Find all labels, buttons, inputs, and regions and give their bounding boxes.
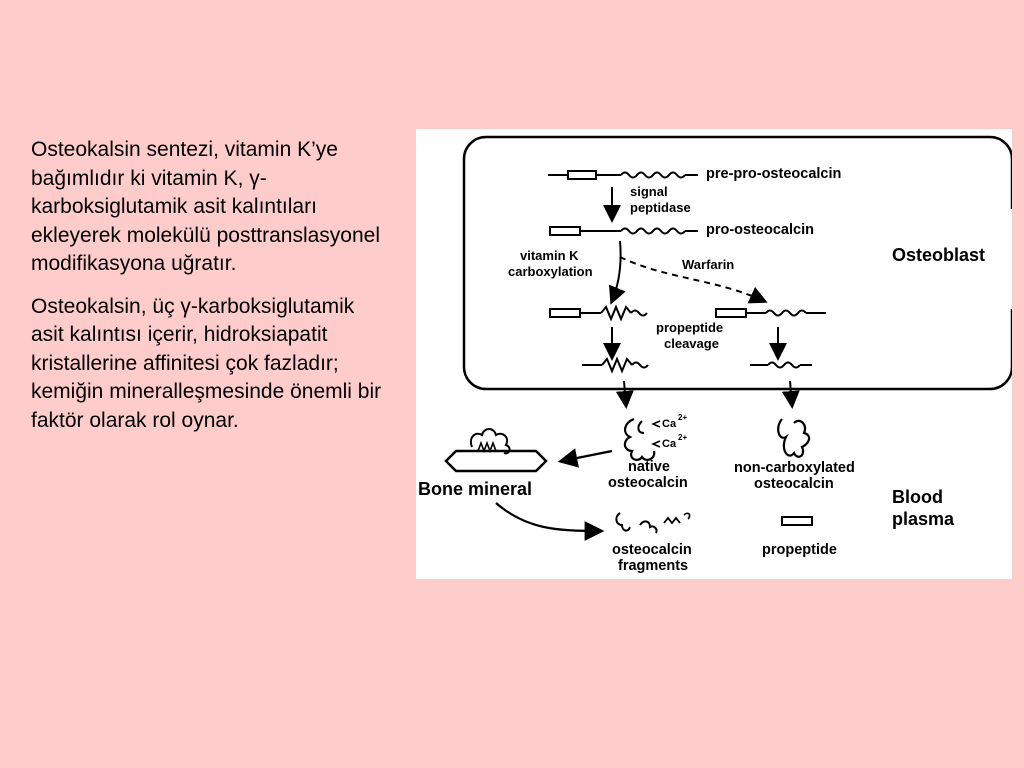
propeptide-label: propeptide xyxy=(656,320,723,335)
pro-osteocalcin-molecule xyxy=(549,226,698,236)
osteocalcin-fragments-label-line1: osteocalcin xyxy=(612,542,692,558)
free-propeptide-shape xyxy=(781,516,813,526)
carboxylation-label: carboxylation xyxy=(508,264,593,279)
warfarin-inhibition-arrow xyxy=(619,256,768,304)
peptidase-label: peptidase xyxy=(630,200,691,215)
secretion-arrow-left xyxy=(615,380,634,409)
degradation-arrow xyxy=(495,502,605,541)
calcium-label-top: Ca xyxy=(662,418,677,430)
pro-osteocalcin-label: pro-osteocalcin xyxy=(706,222,814,238)
cleavage-label: cleavage xyxy=(664,336,719,351)
fragments-label: fragments xyxy=(618,558,688,574)
calcium-label-bottom: Ca xyxy=(662,438,677,450)
non-carboxylated-osteocalcin-shape xyxy=(777,418,811,458)
paragraph-function: Osteokalsin, üç γ-karboksiglutamik asit … xyxy=(31,294,382,432)
pathway-diagram: pre-pro-osteocalcin signal peptidase pro… xyxy=(418,135,1012,574)
osteoblast-label: Osteoblast xyxy=(892,245,985,265)
native-osteocalcin-label: osteocalcin xyxy=(608,475,688,491)
bone-mineral-crystal xyxy=(444,428,548,473)
osteocalcin-fragments xyxy=(615,512,691,534)
secretion-arrow-right xyxy=(781,380,800,409)
binding-arrow xyxy=(557,448,613,468)
osteocalcin-pathway-figure: pre-pro-osteocalcin signal peptidase pro… xyxy=(416,129,1012,579)
blood-label: Blood xyxy=(892,487,943,507)
non-carboxylated-label: non-carboxylated xyxy=(734,460,855,476)
warfarin-label: Warfarin xyxy=(682,257,734,272)
propeptide-plasma-label: propeptide xyxy=(762,542,837,558)
bone-mineral-label: Bone mineral xyxy=(418,479,532,499)
calcium-charge-bottom: 2+ xyxy=(678,433,687,442)
carboxylation-arrow xyxy=(609,240,626,305)
osteoblast-cell-outline xyxy=(462,135,1012,391)
calcium-charge-top: 2+ xyxy=(678,413,687,422)
mature-non-carboxylated-osteocalcin xyxy=(750,361,812,369)
mature-carboxylated-osteocalcin xyxy=(582,356,649,374)
pre-pro-osteocalcin-molecule xyxy=(548,170,698,180)
pre-pro-osteocalcin-label: pre-pro-osteocalcin xyxy=(706,166,841,182)
native-osteocalcin-shape xyxy=(623,417,661,461)
signal-label: signal xyxy=(630,184,668,199)
plasma-label: plasma xyxy=(892,509,955,529)
vitamin-k-label: vitamin K xyxy=(520,248,579,263)
description-text: Osteokalsin sentezi, vitamin K’ye bağıml… xyxy=(31,136,391,449)
non-carboxylated-osteocalcin-label: osteocalcin xyxy=(754,476,834,492)
osteoblast-label-background xyxy=(856,209,1012,309)
non-carboxylated-pro-osteocalcin-molecule xyxy=(715,308,826,318)
native-label: native xyxy=(628,459,670,475)
paragraph-synthesis: Osteokalsin sentezi, vitamin K’ye bağıml… xyxy=(31,138,381,275)
carboxylated-pro-osteocalcin-molecule xyxy=(549,304,648,322)
